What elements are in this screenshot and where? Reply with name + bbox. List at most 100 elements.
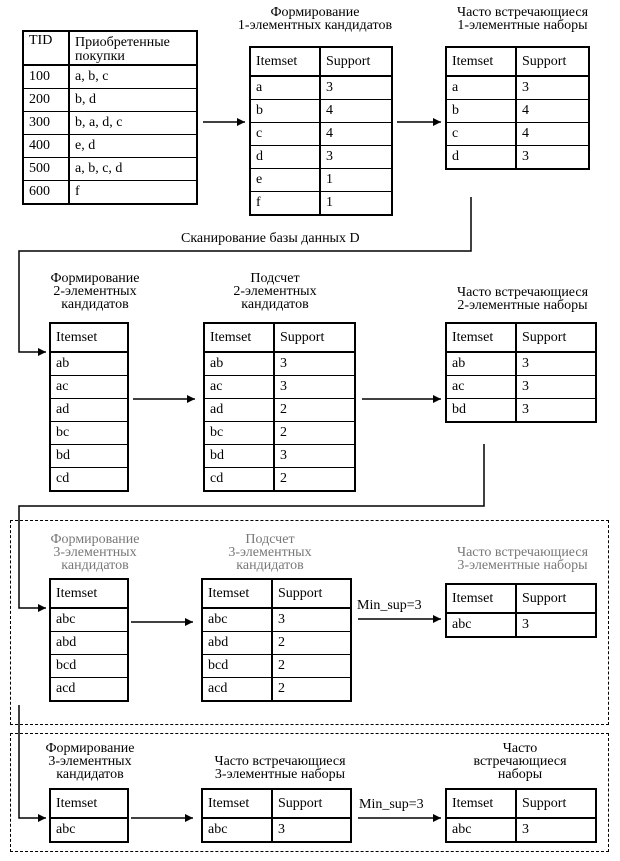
itemset-cell: bcd <box>201 654 273 678</box>
support-cell: 3 <box>515 817 597 843</box>
label-line: кандидатов <box>241 297 309 312</box>
support-cell: 3 <box>515 612 597 638</box>
label-line: 3-элементных <box>228 545 312 560</box>
col-header-itemset: Itemset <box>49 578 129 609</box>
label-line: 3-элементных <box>53 545 137 560</box>
itemset-cell: ac <box>203 375 275 399</box>
col-header-support: Support <box>319 46 393 77</box>
iteration-3-frame <box>10 520 609 725</box>
itemset-cell: abc <box>445 817 517 843</box>
col-header-itemset: Itemset <box>445 46 517 77</box>
itemset-cell: e <box>249 168 321 192</box>
itemset-cell: acd <box>201 677 273 702</box>
support-cell: 3 <box>515 375 597 399</box>
support-cell: 3 <box>273 375 356 399</box>
label-l1-frequent: Часто встречающиеся 1-элементные наборы <box>430 6 615 33</box>
label-l3-frequent-final: Часто встречающиеся 3-элементные наборы <box>190 754 370 782</box>
label-line: Формирование <box>50 271 140 286</box>
itemset-cell: acd <box>49 677 129 702</box>
itemset-cell: ab <box>49 351 129 376</box>
label-line: Часто <box>502 741 538 756</box>
itemset-cell: bd <box>445 398 517 423</box>
support-cell: 3 <box>319 145 393 169</box>
itemset-cell: a <box>249 75 321 100</box>
tid-cell: 100 <box>22 64 70 89</box>
tid-cell: 200 <box>22 88 70 112</box>
min-sup-label-final: Min_sup=3 <box>359 797 424 812</box>
label-line: 2-элементных <box>233 284 317 299</box>
items-cell: a, b, c, d <box>68 157 198 181</box>
label-l3-frequent: Часто встречающиеся 3-элементные наборы <box>430 546 615 573</box>
itemset-cell: abc <box>49 607 129 632</box>
c2-table: Itemset ab ac ad bc bd cd <box>49 322 129 492</box>
col-header-support: Support <box>271 788 352 819</box>
iteration-final-frame <box>10 733 609 852</box>
itemset-cell: ab <box>203 351 275 376</box>
label-line: кандидатов <box>236 558 304 573</box>
col-header-itemset: Itemset <box>445 583 517 614</box>
itemset-cell: bc <box>49 421 129 445</box>
label-line: кандидатов <box>61 558 129 573</box>
support-cell: 2 <box>273 421 356 445</box>
label-l2-frequent: Часто встречающиеся 2-элементные наборы <box>430 285 615 313</box>
itemset-cell: b <box>249 99 321 123</box>
support-cell: 2 <box>271 631 352 655</box>
label-line: Подсчет <box>245 532 295 547</box>
support-cell: 2 <box>273 467 356 492</box>
col-header-support: Support <box>515 46 590 77</box>
col-header-itemset: Itemset <box>49 788 129 819</box>
itemset-cell: ad <box>203 398 275 422</box>
itemset-cell: c <box>445 122 517 146</box>
support-cell: 1 <box>319 168 393 192</box>
itemset-cell: f <box>249 191 321 216</box>
support-cell: 1 <box>319 191 393 216</box>
col-header-support: Support <box>515 583 597 614</box>
col-header-tid: TID <box>22 30 70 66</box>
c3-final-table: Itemset abc <box>49 788 129 843</box>
support-cell: 3 <box>319 75 393 100</box>
support-cell: 3 <box>271 607 352 632</box>
support-cell: 3 <box>515 351 597 376</box>
label-line: 2-элементные наборы <box>457 298 588 313</box>
support-cell: 3 <box>271 817 352 843</box>
col-header-itemset: Itemset <box>445 788 517 819</box>
items-cell: e, d <box>68 134 198 158</box>
label-line: Часто встречающиеся <box>214 754 346 769</box>
itemset-cell: bd <box>203 444 275 468</box>
itemset-cell: bcd <box>49 654 129 678</box>
support-cell: 3 <box>515 75 590 100</box>
col-header-support: Support <box>515 322 597 353</box>
itemset-cell: abc <box>201 607 273 632</box>
label-line: 1-элементные наборы <box>457 18 588 33</box>
items-cell: a, b, c <box>68 64 198 89</box>
label-line: Формирование <box>50 532 140 547</box>
label-line: встречающиеся <box>473 754 567 769</box>
itemset-cell: abc <box>445 612 517 638</box>
items-cell: b, a, d, c <box>68 111 198 135</box>
label-c3-count: Подсчет 3-элементных кандидатов <box>200 532 340 573</box>
label-line: Часто встречающиеся <box>456 285 589 300</box>
itemset-cell: ab <box>445 351 517 376</box>
support-cell: 2 <box>273 398 356 422</box>
support-cell: 4 <box>319 122 393 146</box>
itemset-cell: bc <box>203 421 275 445</box>
col-header-support: Support <box>271 578 352 609</box>
tid-cell: 500 <box>22 157 70 181</box>
itemset-cell: d <box>249 145 321 169</box>
itemset-cell: abc <box>201 817 273 843</box>
tid-cell: 300 <box>22 111 70 135</box>
itemset-cell: ad <box>49 398 129 422</box>
support-cell: 2 <box>271 677 352 702</box>
support-cell: 4 <box>319 99 393 123</box>
col-header-itemset: Itemset <box>445 322 517 353</box>
col-header-itemset: Itemset <box>201 578 273 609</box>
